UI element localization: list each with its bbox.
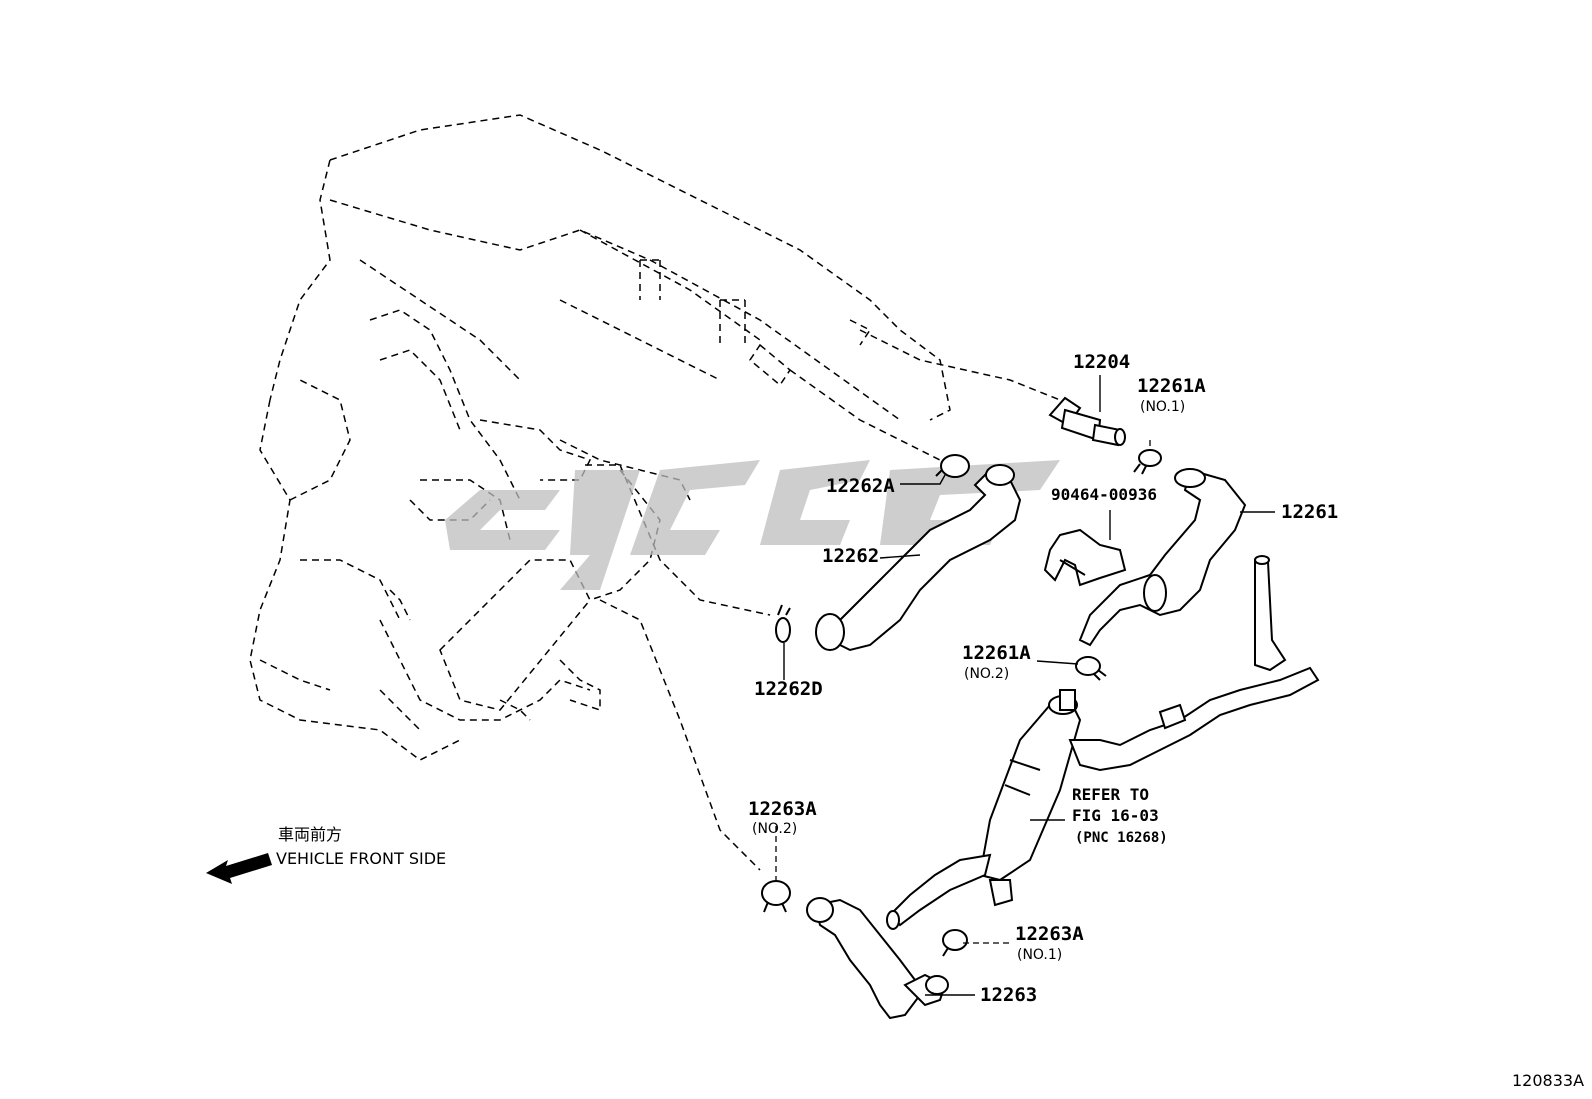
callout-12263A-no1: 12263A bbox=[1015, 923, 1084, 945]
clip-12261A-no2 bbox=[1075, 656, 1107, 681]
callout-12263A-no2: 12263A bbox=[748, 798, 817, 820]
hose-12262 bbox=[815, 464, 1022, 652]
hose-12261 bbox=[1078, 468, 1247, 647]
callout-12262A: 12262A bbox=[826, 475, 895, 497]
pipe-assembly-16268 bbox=[886, 555, 1320, 930]
callout-12262: 12262 bbox=[822, 545, 879, 567]
direction-note-en: VEHICLE FRONT SIDE bbox=[276, 849, 446, 868]
clip-12262A bbox=[935, 454, 970, 478]
callout-12261A-no2-sub: (NO.2) bbox=[964, 666, 1009, 682]
refer-line3: (PNC 16268) bbox=[1075, 830, 1168, 846]
callout-12263A-no1-sub: (NO.1) bbox=[1017, 947, 1062, 963]
clip-12263A-no1 bbox=[942, 929, 968, 957]
figure-id: 120833A bbox=[1512, 1071, 1584, 1090]
pcv-valve-12204 bbox=[1048, 396, 1126, 447]
callout-12263: 12263 bbox=[980, 984, 1037, 1006]
callout-12261A-no2: 12261A bbox=[962, 642, 1031, 664]
callout-12263A-no2-sub: (NO.2) bbox=[752, 821, 797, 837]
clip-12263A-no2 bbox=[761, 880, 791, 913]
hose-12263 bbox=[806, 897, 949, 1020]
clip-12261A-no1 bbox=[1133, 449, 1162, 475]
callout-12204: 12204 bbox=[1073, 351, 1130, 373]
callout-90464-00936: 90464-00936 bbox=[1051, 485, 1157, 504]
vehicle-front-arrow-icon bbox=[206, 853, 272, 884]
refer-line2: FIG 16-03 bbox=[1072, 806, 1159, 825]
refer-line1: REFER TO bbox=[1072, 785, 1149, 804]
clip-12262D bbox=[775, 604, 791, 643]
clamp-90464-00936 bbox=[1043, 528, 1127, 587]
watermark-logo bbox=[445, 460, 1060, 590]
callout-12261A-no1: 12261A bbox=[1137, 375, 1206, 397]
callout-12262D: 12262D bbox=[754, 678, 823, 700]
callout-12261: 12261 bbox=[1281, 501, 1338, 523]
callout-12261A-no1-sub: (NO.1) bbox=[1140, 399, 1185, 415]
direction-note-jp: 車両前方 bbox=[278, 825, 342, 844]
callout-labels: 12204 12261A (NO.1) 12262A 90464-00936 1… bbox=[276, 351, 1584, 1090]
leader-lines bbox=[775, 375, 1275, 996]
